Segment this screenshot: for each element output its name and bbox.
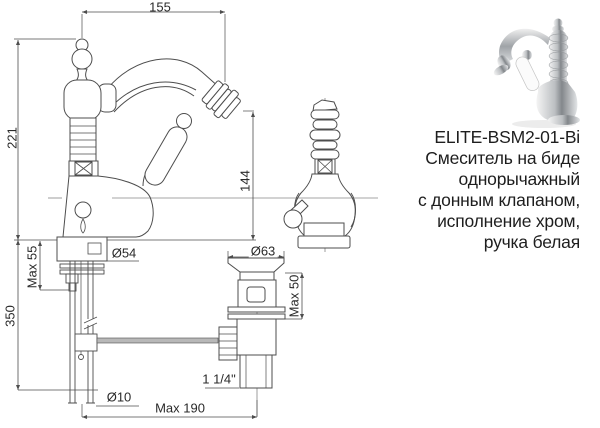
dimension-lines	[14, 9, 305, 420]
description-line-1: Смеситель на биде	[425, 148, 580, 168]
description-line-5: ручка белая	[483, 232, 580, 252]
dim-max-190: Max 190	[155, 400, 205, 416]
description-line-3: с донным клапаном,	[417, 190, 580, 210]
photo-body	[536, 80, 580, 125]
supply-pipes	[59, 261, 219, 404]
front-lever-ball	[283, 209, 303, 229]
spout	[107, 58, 241, 119]
photo-handle	[515, 50, 540, 91]
handle	[144, 113, 192, 186]
dim-max-deck-55: Max 55	[24, 245, 40, 289]
dim-drain-dia-63: Ø63	[248, 243, 278, 259]
overflow-hole	[246, 286, 266, 303]
body-base	[62, 175, 154, 238]
column	[69, 117, 97, 162]
finial-ball	[71, 48, 93, 70]
photo-spout	[493, 28, 550, 76]
product-description: ELITE-BSM2-01-Bi Смеситель на биде однор…	[310, 127, 580, 253]
dim-base-dia-54: Ø54	[111, 245, 137, 261]
dim-max-deck-50: Max 50	[286, 274, 302, 318]
rod-clamp	[74, 333, 98, 352]
description-line-2: однорычажный	[458, 169, 581, 189]
lever-nut	[218, 326, 238, 361]
description-line-4: исполнение хром,	[437, 211, 580, 231]
tailpiece	[239, 354, 273, 389]
popup-rod	[96, 337, 219, 344]
dim-hose-350: 350	[2, 305, 18, 327]
side-view	[56, 38, 241, 262]
mounting-nut	[65, 273, 79, 284]
front-view	[283, 98, 356, 252]
product-model: ELITE-BSM2-01-Bi	[434, 127, 580, 147]
drain-assembly	[218, 248, 286, 416]
dim-height-221: 221	[4, 127, 20, 149]
aerator	[201, 80, 241, 119]
dim-outlet-height-144: 144	[237, 170, 253, 192]
dim-thread-1-1-4: 1 1/4"	[202, 371, 236, 387]
popup-knob	[74, 201, 92, 219]
product-photo	[493, 18, 580, 128]
dim-pipe-dia-10: Ø10	[106, 389, 132, 405]
dim-width-155: 155	[149, 0, 171, 15]
drain-flange	[227, 257, 285, 273]
faucet-body	[56, 38, 154, 262]
